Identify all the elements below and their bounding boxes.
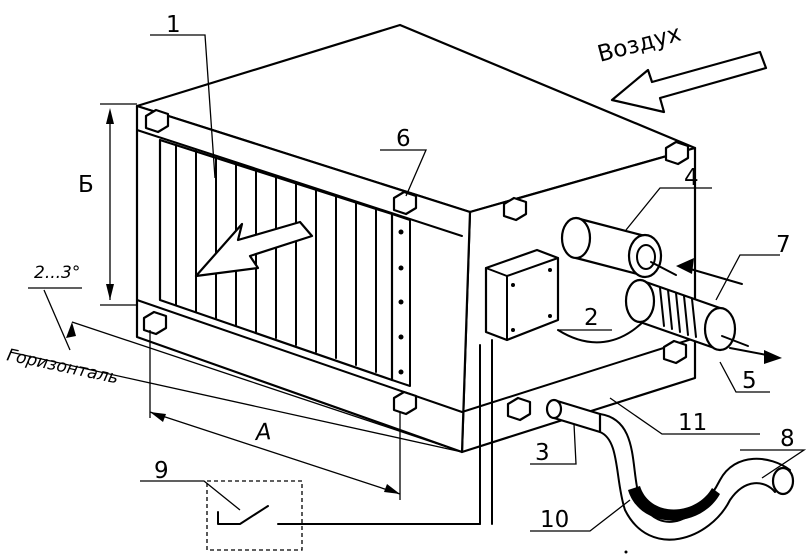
item-10-label: 10 [540,507,569,533]
item-1-label: 1 [166,12,181,38]
item-8-label: 8 [780,426,795,452]
item-11-label: 11 [678,410,707,436]
flow-out-arrow-head [764,350,782,364]
air-arrow [610,50,768,114]
drain-hose-top [599,413,791,523]
switch-contacts [217,505,481,525]
dimension-a [149,330,401,500]
sensor-coil [659,287,697,338]
junction-box-side [484,248,560,342]
control-cable [479,339,493,525]
pipe-upper-end [627,233,663,279]
drain-hose-end [771,466,795,496]
dim-b-label: Б [78,172,94,198]
item-4-label: 4 [684,165,699,191]
junction-box-screws [511,268,552,332]
item-2-label: 2 [584,305,599,331]
dim-a-label: А [253,419,272,446]
item-7-label: 7 [776,232,791,258]
leader-lines [140,34,807,532]
pipe-lower-end [703,306,737,352]
flange-rivets [398,229,404,375]
angle-label: 2...3° [34,263,80,283]
drain-hose-bottom [599,431,776,541]
pipe-upper-tube [650,261,677,276]
front-flange [391,213,411,387]
horizontal-lines [9,287,463,453]
stray-dot [624,550,628,554]
item-3-label: 3 [535,440,550,466]
outflow-arrow [194,220,314,278]
sensor-wire [557,319,646,344]
air-label: Воздух [595,21,684,68]
dimension-b [100,103,137,306]
switch-enclosure [206,480,303,551]
mounting-nuts [142,108,690,422]
horizontal-label: Горизонталь [5,345,120,388]
water-seal [628,486,720,521]
flow-in-arrow-head [676,258,694,274]
item-9-label: 9 [154,458,169,484]
item-6-label: 6 [396,126,411,152]
right-bottom-band [461,337,696,413]
pipe-upper-back [560,216,592,260]
pipe-lower-tube [721,335,749,347]
item-5-label: 5 [742,368,757,394]
pipe-lower-back [624,278,656,324]
